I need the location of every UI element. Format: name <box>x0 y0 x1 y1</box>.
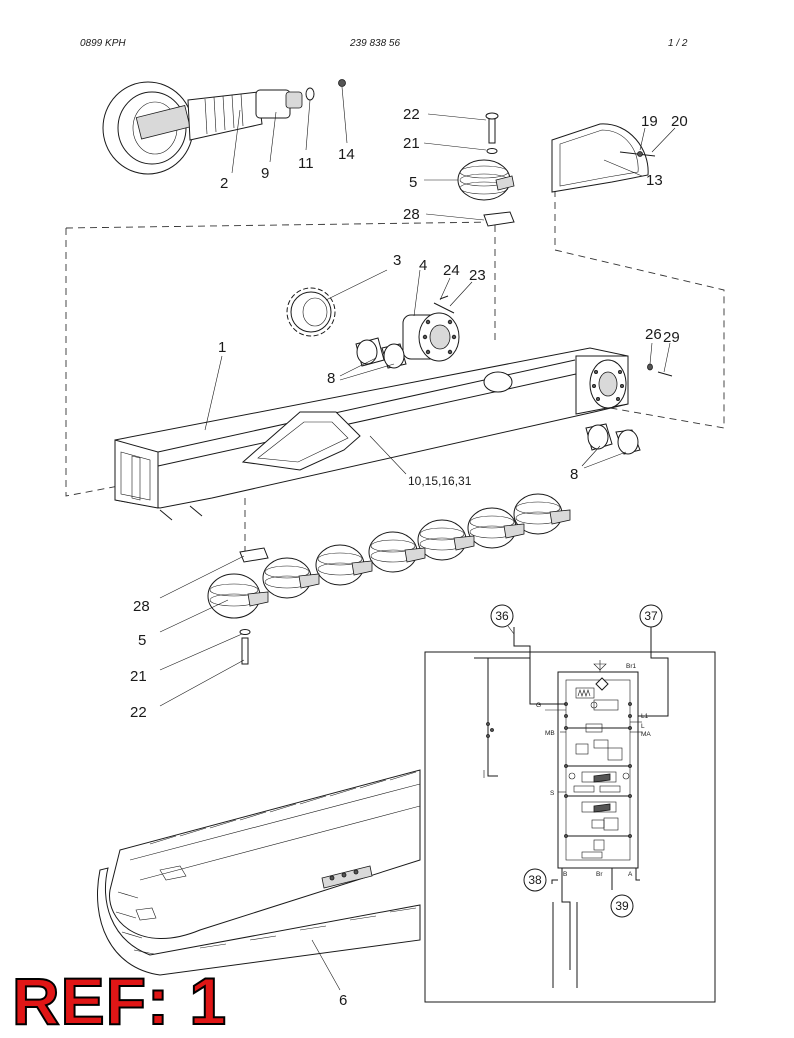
leader-lines-top-left <box>231 86 348 174</box>
port-br-top: Br1 <box>626 663 637 670</box>
callout-8-upper: 8 <box>327 370 335 387</box>
circled-callout-38: 38 <box>523 868 547 892</box>
circled-callout-39: 39 <box>610 894 634 918</box>
callout-14: 14 <box>338 146 355 163</box>
track-rollers-row <box>207 493 571 665</box>
callout-5-top: 5 <box>409 174 417 191</box>
circled-callout-37: 37 <box>639 604 663 628</box>
svg-text:36: 36 <box>495 609 509 623</box>
callout-23: 23 <box>469 267 486 284</box>
callout-10-15-16-31: 10,15,16,31 <box>408 474 472 488</box>
callout-24: 24 <box>443 262 460 279</box>
callout-22-top: 22 <box>403 106 420 123</box>
callout-19: 19 <box>641 113 658 130</box>
callout-20: 20 <box>671 113 688 130</box>
callout-22-bottom: 22 <box>130 704 147 721</box>
callout-5-bottom: 5 <box>138 632 146 649</box>
callout-11: 11 <box>298 155 314 172</box>
hydraulic-schematic <box>424 627 716 1003</box>
port-a: A <box>628 871 633 878</box>
drive-motor-flange <box>402 295 460 362</box>
callout-26: 26 <box>645 326 662 343</box>
port-g: G <box>536 702 541 709</box>
circled-callout-36: 36 <box>490 604 515 635</box>
svg-text:39: 39 <box>615 899 629 913</box>
callout-1: 1 <box>218 339 226 356</box>
callout-29: 29 <box>663 329 680 346</box>
port-l1: L1 <box>641 713 649 720</box>
bolt-26-29 <box>647 363 673 377</box>
callout-9: 9 <box>261 165 269 182</box>
cover-plate <box>551 123 656 193</box>
port-ma: MA <box>641 731 651 738</box>
callout-13: 13 <box>646 172 663 189</box>
port-br-bottom: Br <box>596 871 603 878</box>
port-b: B <box>563 871 567 878</box>
top-roller-assembly <box>457 112 515 227</box>
sprocket-ring <box>286 287 336 337</box>
callout-8-lower: 8 <box>570 466 578 483</box>
bushings-upper <box>355 337 407 369</box>
svg-text:38: 38 <box>528 873 542 887</box>
ref-stamp: REF: 1 <box>11 964 228 1038</box>
callout-4: 4 <box>419 257 427 274</box>
idler-wheel-assembly <box>102 79 346 175</box>
callout-6: 6 <box>339 992 347 1009</box>
svg-text:37: 37 <box>644 609 658 623</box>
callout-2: 2 <box>220 175 228 192</box>
track-frame <box>114 347 629 521</box>
callout-21-bottom: 21 <box>130 668 147 685</box>
callout-21-top: 21 <box>403 135 420 152</box>
header-doc-code: 0899 KPH <box>80 38 126 49</box>
header-part-number: 239 838 56 <box>350 38 401 49</box>
port-mb: MB <box>545 730 555 737</box>
bushings-lower <box>585 423 641 455</box>
callout-28-bottom: 28 <box>133 598 150 615</box>
callout-28-top: 28 <box>403 206 420 223</box>
crawler-track-chain <box>97 769 421 976</box>
port-l: L <box>641 723 645 730</box>
header-page-number: 1 / 2 <box>668 38 688 49</box>
port-s: S <box>550 790 555 797</box>
callout-3: 3 <box>393 252 401 269</box>
